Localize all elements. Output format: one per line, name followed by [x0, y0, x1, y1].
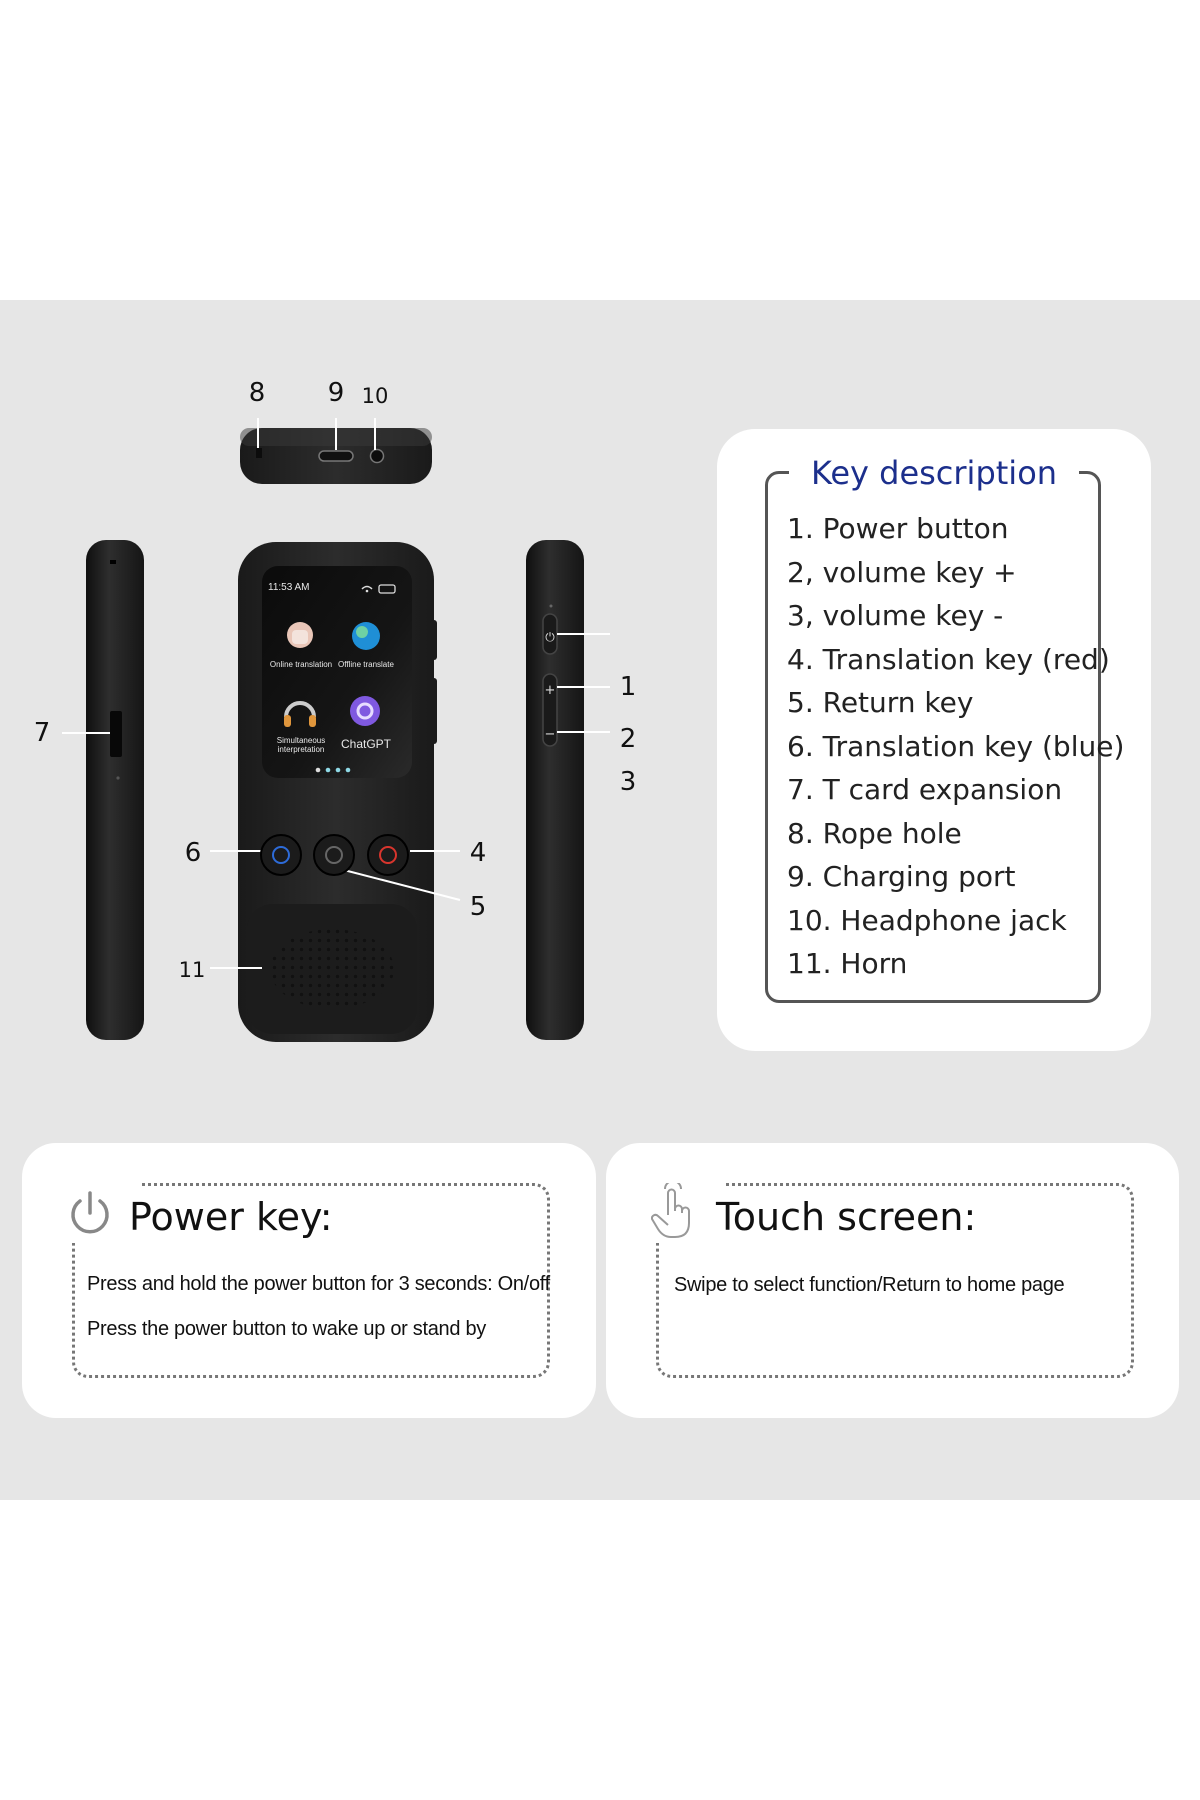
translation-key-blue: [260, 834, 302, 876]
key-description-card: Key description 1. Power button 2, volum…: [717, 429, 1151, 1051]
return-key: [313, 834, 355, 876]
key-item: 1. Power button: [787, 512, 1009, 545]
key-item: 7. T card expansion: [787, 773, 1063, 806]
key-item: 3, volume key -: [787, 599, 1004, 632]
battery-icon: [378, 584, 396, 594]
device-top-view: [240, 428, 432, 484]
power-key-card: Power key: Press and hold the power butt…: [22, 1143, 596, 1418]
touch-screen-frame: [656, 1183, 1134, 1378]
screen: [262, 566, 412, 778]
svg-text:−: −: [545, 727, 556, 742]
power-key-title: Power key:: [129, 1195, 333, 1239]
key-item: 10. Headphone jack: [787, 903, 1067, 937]
callout-4: 4: [469, 838, 487, 868]
touch-screen-title: Touch screen:: [716, 1195, 977, 1239]
key-item: 5. Return key: [787, 686, 974, 719]
page-dots: [315, 767, 351, 773]
svg-text:+: +: [545, 683, 556, 698]
power-key-frame: [72, 1183, 550, 1378]
t-card-slot: [110, 711, 122, 757]
chatgpt-app-icon: [350, 696, 380, 726]
callout-9: 9: [327, 378, 345, 408]
globe-app-icon: [352, 622, 380, 650]
callout-2: 2: [619, 724, 637, 754]
device-right-side-view: ⏻ + −: [526, 540, 584, 1040]
power-key-line-2: Press the power button to wake up or sta…: [87, 1318, 486, 1340]
volume-side-button: [542, 673, 558, 747]
touch-screen-line-1: Swipe to select function/Return to home …: [674, 1274, 1065, 1296]
touch-hand-icon: [650, 1183, 690, 1238]
touch-screen-card: Touch screen: Swipe to select function/R…: [606, 1143, 1179, 1418]
key-item: 8. Rope hole: [787, 816, 962, 850]
key-item: 4. Translation key (red): [787, 642, 1110, 676]
headphone-jack: [369, 448, 385, 464]
callout-7: 7: [33, 718, 51, 748]
charging-port: [318, 450, 354, 462]
rope-hole: [256, 448, 262, 458]
power-icon: [71, 1191, 109, 1234]
app-label-simultaneous-interpretation: Simultaneous interpretation: [276, 736, 326, 754]
key-item: 2, volume key +: [787, 555, 1017, 589]
app-label-offline-translate: Offline translate: [338, 660, 394, 669]
device-illustration: ⏻ + −: [62, 418, 610, 1042]
svg-text:⏻: ⏻: [545, 630, 555, 644]
key-item: 6. Translation key (blue): [787, 729, 1125, 763]
key-item: 11. Horn: [787, 947, 908, 980]
device-left-side-view: [86, 540, 144, 1040]
callout-5: 5: [469, 892, 487, 922]
translation-key-red: [367, 834, 409, 876]
app-label-chatgpt: ChatGPT: [340, 737, 391, 751]
key-item: 9. Charging port: [787, 860, 1016, 893]
callout-8: 8: [248, 378, 266, 408]
power-key-line-1: Press and hold the power button for 3 se…: [87, 1273, 550, 1295]
screen-time: 11:53 AM: [268, 582, 310, 593]
callout-11: 11: [178, 958, 206, 982]
wifi-icon: [361, 585, 373, 593]
callout-3: 3: [619, 767, 637, 797]
callout-6: 6: [184, 838, 202, 868]
app-label-online-translation: Online translation: [269, 660, 333, 669]
callout-1: 1: [619, 672, 637, 702]
key-description-title-wrap: Key description: [717, 454, 1151, 492]
headphones-app-icon: [284, 701, 316, 727]
key-description-title: Key description: [788, 454, 1080, 492]
key-description-list: 1. Power button 2, volume key + 3, volum…: [787, 507, 1124, 986]
callout-10: 10: [361, 384, 389, 408]
translate-app-icon: [287, 622, 313, 648]
device-front-view: [238, 542, 437, 1042]
